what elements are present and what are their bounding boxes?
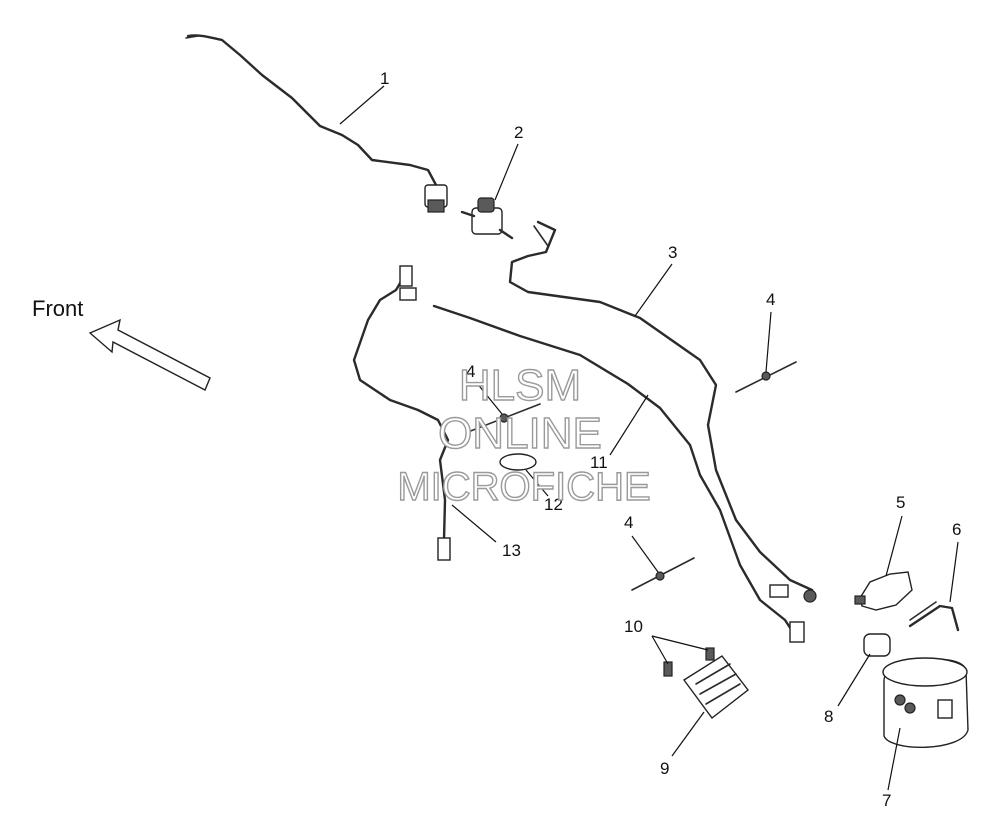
leader-12: [525, 469, 549, 497]
leader-6: [949, 541, 959, 603]
leader-10a: [651, 635, 669, 665]
callout-9: 9: [660, 759, 669, 778]
leader-2: [494, 143, 519, 201]
callout-4a: 4: [766, 290, 775, 309]
leader-3: [634, 263, 673, 317]
leader-5: [885, 515, 903, 577]
leader-4c: [631, 535, 659, 573]
callout-12: 12: [544, 495, 563, 514]
part-11-hose: [432, 304, 805, 643]
leader-8: [837, 653, 871, 707]
callout-11: 11: [590, 453, 608, 472]
part-1-hose: [185, 34, 448, 213]
part-12-clamp: [499, 453, 537, 471]
part-4-tie-b: [467, 403, 541, 433]
part-7-canister: [882, 657, 969, 749]
front-label: Front: [32, 296, 83, 321]
watermark-line-3: MICROFICHE: [397, 465, 650, 509]
part-5-bracket: [854, 571, 913, 611]
part-13-hose: [352, 265, 451, 561]
part-8-filter: [863, 633, 891, 657]
part-9-plate: [682, 655, 749, 719]
callout-2: 2: [514, 123, 523, 142]
part-4-tie-a: [735, 361, 797, 393]
callout-13: 13: [502, 541, 521, 560]
part-3-hose: [508, 220, 817, 603]
part-4-tie-c: [631, 557, 695, 591]
watermark-line-2: ONLINE: [438, 409, 602, 458]
watermark: HLSM ONLINE MICROFICHE: [397, 360, 652, 509]
callout-7: 7: [882, 791, 891, 810]
part-10-bolts: [663, 647, 715, 677]
leader-1: [339, 85, 385, 125]
callout-3: 3: [668, 243, 677, 262]
callout-1: 1: [380, 69, 389, 88]
leader-10b: [651, 635, 709, 651]
part-2-valve: [460, 197, 514, 240]
callout-10: 10: [624, 617, 643, 636]
callout-8: 8: [824, 707, 833, 726]
leader-4a: [765, 311, 772, 373]
leader-7: [887, 727, 901, 791]
leader-4b: [475, 381, 503, 415]
callout-5: 5: [896, 493, 905, 512]
front-arrow-icon: [88, 318, 211, 391]
callout-4b: 4: [466, 362, 475, 381]
callout-6: 6: [952, 520, 961, 539]
leader-11: [609, 394, 649, 456]
callout-4c: 4: [624, 513, 633, 532]
leader-9: [671, 711, 705, 757]
part-6-elbow: [908, 601, 960, 632]
watermark-line-1: HLSM: [459, 361, 581, 410]
leader-13: [451, 504, 497, 543]
